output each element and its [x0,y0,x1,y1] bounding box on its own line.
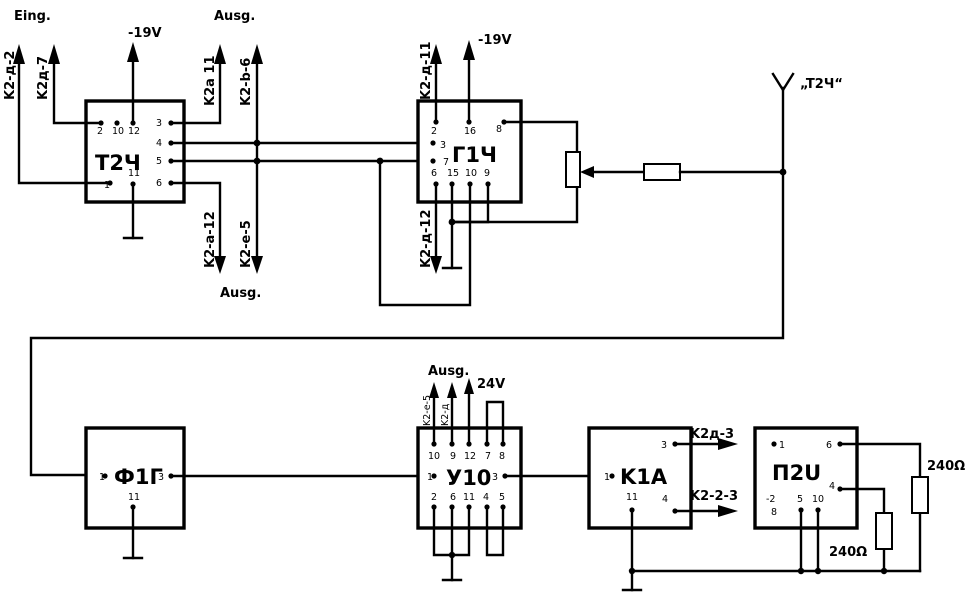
t2ch-arrows [13,42,384,274]
label-r1: 240Ω [927,459,965,474]
resistor-240-left [875,512,893,550]
label-v19-a: -19V [128,26,162,41]
g1ch-wires [378,56,579,307]
u10-pin-11: 11 [463,492,475,503]
label-k2-e5: K2-e-5 [239,220,254,268]
label-k2-b6: K2-b-6 [239,58,254,106]
g1ch-title: Г1Ч [452,143,497,167]
p2u-title: П2U [772,461,821,485]
label-ausg-bottom: Ausg. [428,364,469,379]
f1-pin-3: 3 [158,472,164,483]
p2-pin-1: 1 [779,440,785,451]
f1-pin-11: 11 [128,492,140,503]
k1-pin-1: 1 [604,472,610,483]
label-r2: 240Ω [829,545,867,560]
label-ausg-mid: Ausg. [220,286,261,301]
g1ch-arrows [430,40,475,274]
g1ch-pins: 2 16 8 3 7 6 15 10 9 [431,124,502,179]
label-k2-d2: K2-д-2 [3,51,18,100]
p2-pin-4: 4 [829,481,835,492]
g1-pin-15: 15 [447,168,459,179]
g1-pin-8: 8 [496,124,502,135]
g1-pin-9: 9 [484,168,490,179]
label-k1a-out3: K2д-3 [690,427,734,442]
block-f1g: Ф1Г 1 3 11 [84,426,186,530]
u10-pins: 10 9 12 7 8 1 3 2 6 11 4 5 [427,451,505,503]
g1-pin-3: 3 [440,140,446,151]
p2u-wires [797,442,929,575]
label-k2-a12: K2-a-12 [203,211,218,268]
t2-pin-4: 4 [156,138,162,149]
label-k2-d11: K2-д-11 [419,42,434,101]
k1-pin-11: 11 [626,492,638,503]
u10-pin-9: 9 [450,451,456,462]
label-v19-b: -19V [478,33,512,48]
f1-pin-1: 1 [99,472,105,483]
t2-pin-10: 10 [112,126,124,137]
label-k2-u-a: K2-e-5 [422,395,433,426]
block-t2ch: T2Ч [84,99,186,204]
g1-pin-10: 10 [465,168,477,179]
t2-pin-6: 6 [156,178,162,189]
k1a-title: K1A [620,465,668,489]
k1a-wires [621,438,922,592]
label-k1a-out4: K2-2-3 [690,489,738,504]
p2-pin-m2: -2 [766,494,775,505]
p2-pin-6: 6 [826,440,832,451]
t2-pin-1: 1 [104,180,110,191]
f1g-title: Ф1Г [114,465,163,489]
t2-pin-12: 12 [128,126,140,137]
t2ch-title: T2Ч [95,151,141,175]
g1-pin-7: 7 [443,157,449,168]
k1-pin-4: 4 [662,494,668,505]
g1-pin-6: 6 [431,168,437,179]
p2-pin-10: 10 [812,494,824,505]
t2-pin-5: 5 [156,156,162,167]
label-k2-d12: K2-д-12 [419,210,434,269]
u10-pin-8: 8 [499,451,505,462]
u10-pin-12: 12 [464,451,476,462]
label-eing: Eing. [14,9,51,24]
t2-pin-11: 11 [128,168,140,179]
series-resistor [643,163,681,181]
u10-pin-10: 10 [428,451,440,462]
p2-pin-8: 8 [771,507,777,518]
f1g-box [84,426,186,530]
t2ch-wires [17,60,435,260]
label-v24: 24V [477,377,505,392]
u10-pin-7: 7 [485,451,491,462]
u10-pin-1: 1 [427,472,433,483]
loop-wire [29,170,785,477]
label-k2-u-b: K2-д [440,403,451,426]
label-antenna: „T2Ч“ [800,77,843,92]
t2-pin-2: 2 [97,126,103,137]
label-k2-a11: K2a 11 [203,55,218,106]
label-ausg-top: Ausg. [214,9,255,24]
u10-title: У10 [446,466,491,490]
g1-pin-2: 2 [431,126,437,137]
t2-pin-3: 3 [156,118,162,129]
u10-pin-3: 3 [492,472,498,483]
potentiometer [565,151,646,188]
label-k2-d7: K2д-7 [36,56,51,100]
resistor-240-right [911,476,929,514]
t2ch-pins: 2 10 12 3 4 5 1 11 6 [97,118,162,191]
u10-pin-4: 4 [483,492,489,503]
u10-pin-5: 5 [499,492,505,503]
u10-arrows [429,378,474,559]
potentiometer-body [565,151,581,188]
resistor-antenna [643,72,795,181]
u10-pin-6: 6 [450,492,456,503]
k1-pin-3: 3 [661,440,667,451]
u10-pin-2: 2 [431,492,437,503]
p2-pin-5: 5 [797,494,803,505]
g1-pin-16: 16 [464,126,476,137]
